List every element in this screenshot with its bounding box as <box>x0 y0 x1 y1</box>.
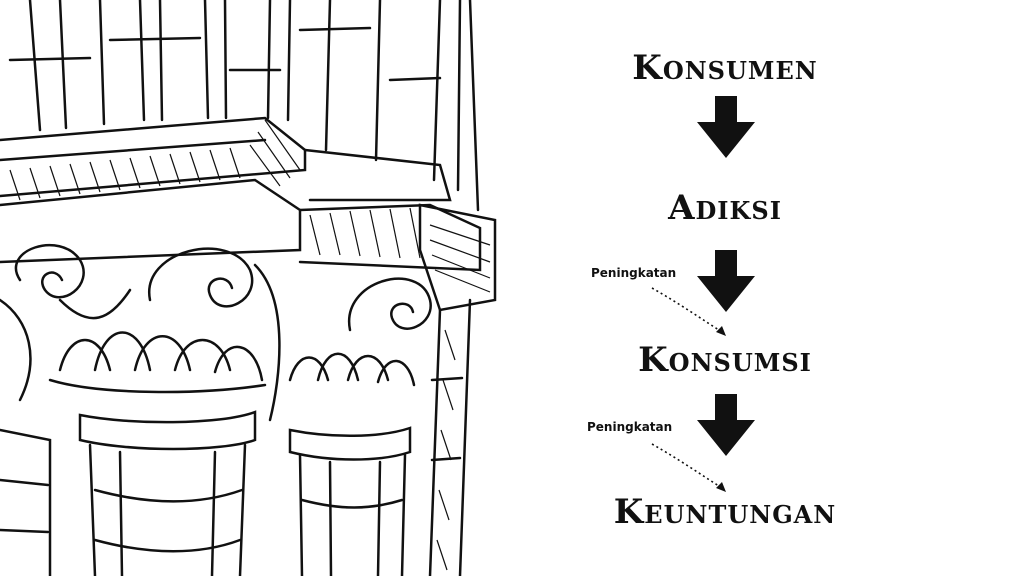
down-arrow-icon <box>697 394 755 456</box>
step-adiksi: Adiksi <box>668 188 782 228</box>
dotted-connector-2 <box>651 443 726 492</box>
step-konsumen: Konsumen <box>632 48 818 88</box>
step-keuntungan: Keuntungan <box>613 492 837 532</box>
annotation-peningkatan-2: Peningkatan <box>587 420 673 434</box>
dotted-connector-1 <box>651 287 726 336</box>
down-arrow-icon <box>697 250 755 312</box>
annotation-peningkatan-1: Peningkatan <box>591 266 677 280</box>
step-konsumsi: Konsumsi <box>638 340 812 380</box>
column-capital-illustration <box>0 0 497 576</box>
down-arrow-icon <box>697 96 755 158</box>
